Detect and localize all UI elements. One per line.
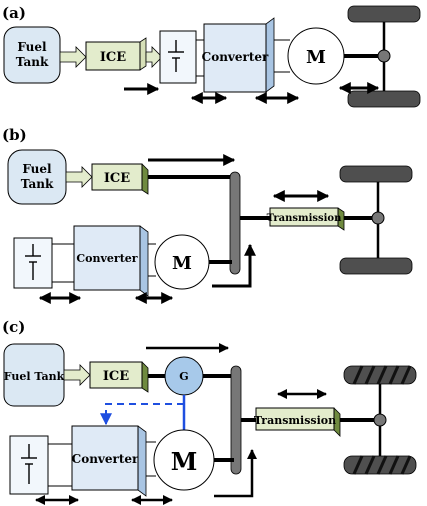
fuel-tank-a-line2: Tank [16,55,49,69]
converter-b [73,225,141,291]
power-flow-arrow-a [145,46,163,68]
wires-b-battery [52,243,74,283]
converter-c [71,425,139,491]
transmission-c [255,407,335,431]
wheel-a-bottom [347,90,421,108]
generator-converter-link-c [100,403,184,426]
transmission-b [269,207,339,227]
flow-arrows-a [124,82,380,104]
wires-b-motor [148,243,156,277]
fuel-tank-b-line2: Tank [21,177,54,191]
flow-arrow-b3 [212,243,256,288]
fuel-tank-b-line1: Fuel [22,162,52,176]
wheel-c-bottom [343,455,417,475]
battery-icon-c [21,444,37,484]
battery-a [159,30,197,84]
flow-arrows-c [35,343,327,505]
converter-label-b: Converter [76,252,137,265]
transmission-label-c: Transmission [254,414,336,427]
fuel-flow-arrow-a [59,46,87,68]
panel-b-label: (b) [2,126,27,144]
transmission-label-b: Transmission [267,213,342,224]
battery-icon-b [25,244,41,280]
motor-label-c: M [171,447,198,476]
wires-c-motor [146,441,156,477]
converter-label-c: Converter [72,452,139,466]
motor-label-a: M [306,47,326,68]
panel-a-label: (a) [2,4,26,22]
ice-label-c: ICE [103,369,129,384]
wires-c-battery [48,443,72,487]
converter-label-a: Converter [202,50,269,64]
ice-box-c [89,361,143,389]
ice-label-b: ICE [104,171,130,186]
ice-box-b [91,163,143,191]
wheel-b-top [339,165,413,183]
motor-label-b: M [172,253,192,274]
panel-c: (c) Fuel Tank ICE G [2,318,417,505]
hub-a [377,49,391,63]
fuel-flow-arrow-c [63,364,91,386]
wires-a [196,39,290,77]
hub-b [371,211,385,225]
hub-c [373,413,387,427]
converter-a [203,23,267,93]
ice-box-a [85,41,141,71]
fuel-flow-arrow-b [65,166,93,188]
generator-label-c: G [179,370,188,383]
wheel-b-bottom [339,257,413,275]
flow-arrow-c3 [214,449,257,498]
ice-label-a: ICE [100,50,126,65]
fuel-tank-c-label: Fuel Tank [4,370,65,383]
panel-b: (b) Fuel Tank ICE Converter [2,126,413,304]
wheel-c-top [343,365,417,385]
battery-icon-a [168,40,184,72]
fuel-tank-a-line1: Fuel [17,40,47,54]
panel-a: (a) Fuel Tank ICE Converter [2,4,421,108]
wheel-a-top [347,5,421,23]
panel-c-label: (c) [2,318,25,336]
coupling-bar-b [229,171,241,275]
flow-arrows-b [38,154,330,304]
coupling-bar-c [230,365,242,475]
